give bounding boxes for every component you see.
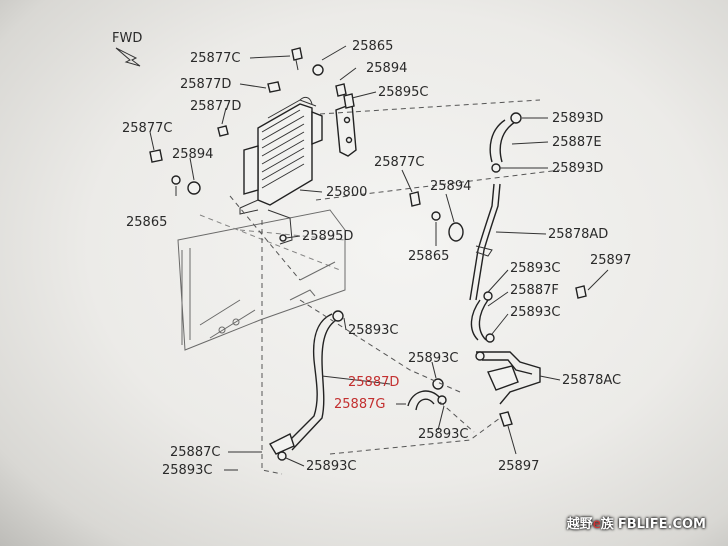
pipe-25878ac — [475, 351, 541, 405]
fasteners-right — [409, 191, 464, 242]
label-25893c-g: 25893C — [162, 463, 212, 478]
label-25887e: 25887E — [552, 135, 602, 150]
part-labels: 25865 25877C 25894 25877D 25895C 25877D … — [122, 39, 631, 478]
label-25877c-top: 25877C — [190, 51, 240, 66]
watermark-site: FBLIFE.COM — [617, 517, 706, 532]
bolts-25897 — [499, 285, 587, 427]
label-25894-right: 25894 — [430, 179, 471, 194]
pipe-25878ad — [469, 183, 501, 301]
label-25893c-a: 25893C — [510, 261, 560, 276]
label-25877d-b: 25877D — [190, 99, 241, 114]
watermark-mark: e — [592, 517, 601, 532]
label-25865-right: 25865 — [408, 249, 449, 264]
fasteners-top — [149, 47, 355, 195]
site-watermark: 越野e族 FBLIFE.COM — [567, 513, 706, 532]
label-25887d: 25887D — [348, 375, 399, 390]
label-25893c-f: 25893C — [306, 459, 356, 474]
label-25893c-b: 25893C — [510, 305, 560, 320]
label-25893c-d: 25893C — [408, 351, 458, 366]
fwd-label: FWD — [112, 31, 142, 46]
oil-cooler — [239, 96, 323, 245]
label-25878ad: 25878AD — [548, 227, 608, 242]
watermark-brand: 越野 — [566, 517, 593, 532]
hose-lower — [269, 310, 447, 461]
label-25895c: 25895C — [378, 85, 428, 100]
hose-25887e — [489, 112, 522, 173]
label-25887c: 25887C — [170, 445, 220, 460]
radiator — [177, 209, 346, 351]
label-25893d-a: 25893D — [552, 111, 603, 126]
label-25895d: 25895D — [302, 229, 353, 244]
hose-25887f — [470, 291, 495, 343]
label-25893d-b: 25893D — [552, 161, 603, 176]
label-25893c-e: 25893C — [418, 427, 468, 442]
label-25865-left: 25865 — [126, 215, 167, 230]
label-25894-left: 25894 — [172, 147, 213, 162]
label-25897-top: 25897 — [590, 253, 631, 268]
reference-lines — [229, 99, 561, 475]
label-25878ac: 25878AC — [562, 373, 621, 388]
label-25894-top: 25894 — [366, 61, 407, 76]
label-25877c-right: 25877C — [374, 155, 424, 170]
fwd-arrow-icon — [115, 47, 141, 67]
label-25877d-a: 25877D — [180, 77, 231, 92]
label-25887g: 25887G — [334, 397, 385, 412]
fwd-indicator: FWD — [112, 31, 142, 67]
bracket-25895c — [335, 103, 357, 157]
watermark-suffix: 族 — [600, 517, 614, 532]
label-25877c-left: 25877C — [122, 121, 172, 136]
label-25893c-c: 25893C — [348, 323, 398, 338]
label-25800: 25800 — [326, 185, 367, 200]
label-25865-top: 25865 — [352, 39, 393, 54]
label-25897-bottom: 25897 — [498, 459, 539, 474]
label-25887f: 25887F — [510, 283, 559, 298]
leader-lines — [149, 45, 609, 471]
